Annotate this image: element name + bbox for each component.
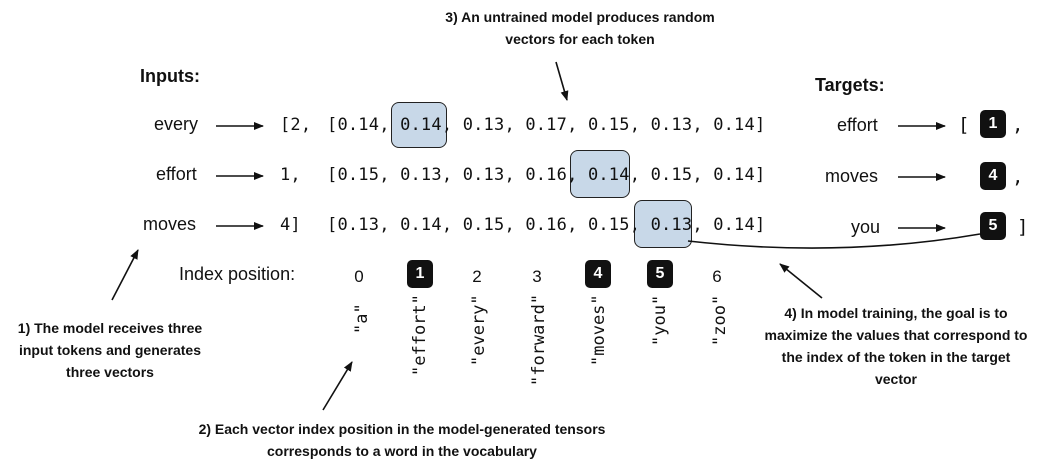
arrow-note3 bbox=[555, 61, 569, 101]
highlight-cell-row2 bbox=[634, 200, 692, 248]
target-word-moves: moves bbox=[825, 166, 879, 186]
input-word-effort: effort bbox=[156, 164, 197, 184]
vector-value-r1-c5: 0.15 bbox=[650, 165, 693, 185]
vector-value-r2-c4: 0.15 bbox=[587, 215, 630, 235]
target-id-block-0: 1 bbox=[980, 110, 1006, 138]
input-word-every: every bbox=[154, 114, 199, 134]
arrow-note4 bbox=[779, 263, 823, 299]
vector-row-0: [0.14, 0.14, 0.13, 0.17, 0.15, 0.13, 0.1… bbox=[327, 115, 766, 135]
index-3: 3 bbox=[532, 267, 542, 286]
vector-value-r0-c0: 0.14 bbox=[337, 115, 380, 135]
vector-value-r2-c1: 0.14 bbox=[400, 215, 442, 235]
highlight-cell-row0 bbox=[391, 102, 447, 148]
target-word-you: you bbox=[851, 217, 881, 237]
vector-value-r0-c6: 0.14 bbox=[713, 115, 755, 135]
vector-row-1: [0.15, 0.13, 0.13, 0.16, 0.14, 0.15, 0.1… bbox=[327, 165, 766, 185]
arrow-note1 bbox=[111, 249, 139, 301]
target-id-block-2: 5 bbox=[980, 212, 1006, 240]
target-word-effort: effort bbox=[837, 115, 878, 135]
index-5: 5 bbox=[647, 260, 673, 288]
vector-row-2: [0.13, 0.14, 0.15, 0.16, 0.15, 0.13, 0.1… bbox=[327, 215, 766, 235]
vector-value-r0-c5: 0.13 bbox=[650, 115, 693, 135]
token-id-row0: [2, bbox=[280, 115, 312, 135]
vector-value-r0-c3: 0.17 bbox=[525, 115, 568, 135]
vector-value-r1-c4: 0.14 bbox=[587, 165, 630, 185]
index-2: 2 bbox=[472, 267, 482, 286]
annotation-3: 3) An untrained model produces random ve… bbox=[445, 9, 715, 47]
targets-header: Targets: bbox=[815, 75, 885, 95]
input-word-moves: moves bbox=[143, 214, 197, 234]
target-separator-0: , bbox=[1012, 114, 1024, 136]
index-1: 1 bbox=[407, 260, 433, 288]
target-separator-1: , bbox=[1012, 166, 1024, 188]
vector-value-r1-c0: 0.15 bbox=[337, 165, 380, 185]
index-0: 0 bbox=[354, 267, 364, 286]
vector-value-r2-c5: 0.13 bbox=[650, 215, 693, 235]
vector-value-r1-c2: 0.13 bbox=[462, 165, 505, 185]
target-open-bracket: [ bbox=[958, 114, 970, 136]
index-6: 6 bbox=[712, 267, 722, 286]
vector-value-r0-c1: 0.14 bbox=[400, 115, 442, 135]
vector-value-r0-c4: 0.15 bbox=[587, 115, 630, 135]
vector-value-r2-c6: 0.14 bbox=[713, 215, 755, 235]
vector-value-r2-c2: 0.15 bbox=[462, 215, 505, 235]
target-close-bracket: ] bbox=[1017, 216, 1029, 238]
vector-value-r1-c3: 0.16 bbox=[525, 165, 568, 185]
arrow-note2 bbox=[322, 361, 353, 411]
inputs-header: Inputs: bbox=[140, 66, 200, 86]
token-id-row2: 4] bbox=[280, 215, 301, 235]
target-id-block-1: 4 bbox=[980, 162, 1006, 190]
vector-value-r2-c3: 0.16 bbox=[525, 215, 568, 235]
annotation-1: 1) The model receives three input tokens… bbox=[17, 320, 203, 380]
index-4: 4 bbox=[585, 260, 611, 288]
index-position-label: Index position: bbox=[179, 264, 296, 284]
connector-curve bbox=[687, 233, 981, 249]
annotation-4: 4) In model training, the goal is to max… bbox=[764, 305, 1028, 387]
vector-value-r1-c6: 0.14 bbox=[713, 165, 755, 185]
vector-value-r2-c0: 0.13 bbox=[337, 215, 380, 235]
token-id-row1: 1, bbox=[280, 165, 301, 185]
highlight-cell-row1 bbox=[570, 150, 630, 198]
vector-value-r0-c2: 0.13 bbox=[462, 115, 505, 135]
annotation-2: 2) Each vector index position in the mod… bbox=[198, 421, 606, 459]
vector-value-r1-c1: 0.13 bbox=[400, 165, 442, 185]
